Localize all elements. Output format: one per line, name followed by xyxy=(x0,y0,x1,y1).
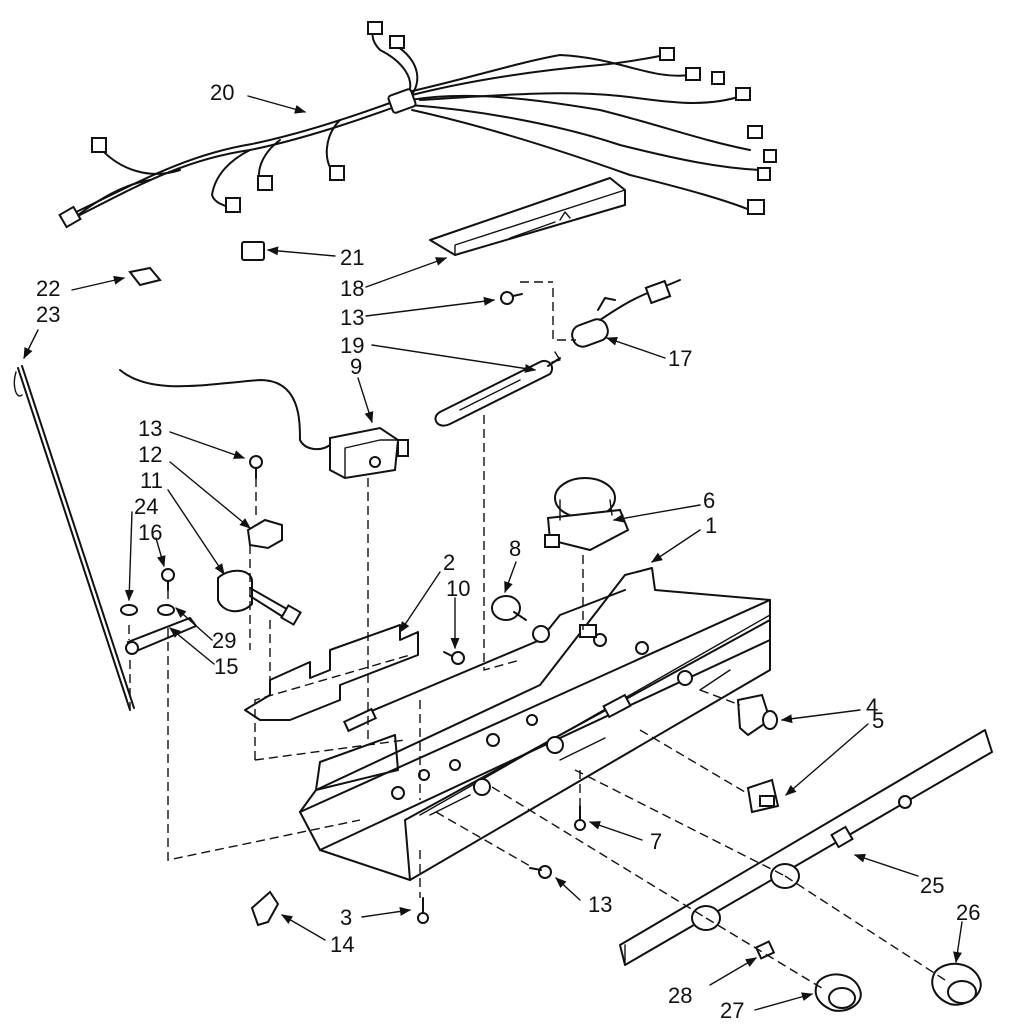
callout-28: 28 xyxy=(668,983,692,1008)
callout-24: 24 xyxy=(134,494,158,519)
callout-2: 2 xyxy=(443,550,455,575)
callout-8: 8 xyxy=(509,536,521,561)
assembly-lines xyxy=(128,281,946,991)
callout-29: 29 xyxy=(212,628,236,653)
thermostat xyxy=(119,369,409,480)
screw xyxy=(574,805,586,831)
callout-13-top: 13 xyxy=(340,305,364,330)
screw xyxy=(529,865,552,879)
wire-harness xyxy=(58,21,777,229)
mounting-bracket xyxy=(246,518,283,550)
refrigerator-control-knob xyxy=(814,973,862,1012)
callout-3: 3 xyxy=(340,905,352,930)
fan-switch xyxy=(746,778,780,814)
callout-15: 15 xyxy=(214,654,238,679)
callout-25: 25 xyxy=(920,873,944,898)
screw xyxy=(443,651,465,665)
washer xyxy=(157,604,175,616)
callout-12: 12 xyxy=(138,442,162,467)
defrost-timer xyxy=(544,477,630,552)
callout-21: 21 xyxy=(340,245,364,270)
control-panel xyxy=(619,729,993,966)
small-bracket xyxy=(128,266,162,287)
lever xyxy=(125,616,198,655)
screw xyxy=(417,897,429,924)
callout-11: 11 xyxy=(140,468,163,493)
control-rod xyxy=(13,365,135,711)
light-switch xyxy=(736,693,778,737)
screw xyxy=(500,291,523,305)
screw xyxy=(161,568,175,591)
capacitor xyxy=(571,279,681,348)
callout-16: 16 xyxy=(138,520,162,545)
clip xyxy=(241,241,265,261)
callout-13-mid: 13 xyxy=(138,416,162,441)
callout-4: 4 xyxy=(866,694,878,719)
callout-labels: 20 21 18 13 19 9 17 22 23 13 12 11 24 16… xyxy=(36,80,980,1023)
cover-plate xyxy=(429,177,626,256)
callout-18: 18 xyxy=(340,276,364,301)
callout-5: 5 xyxy=(872,708,884,733)
bulb-clip xyxy=(250,890,280,927)
callout-6: 6 xyxy=(703,488,715,513)
callout-17: 17 xyxy=(668,346,692,371)
callout-26: 26 xyxy=(956,900,980,925)
freezer-control-knob xyxy=(931,962,982,1006)
callout-22: 22 xyxy=(36,276,60,301)
callout-13-low: 13 xyxy=(588,892,612,917)
callout-7: 7 xyxy=(650,829,662,854)
leader-lines xyxy=(23,95,963,1011)
screw xyxy=(249,455,263,479)
callout-14: 14 xyxy=(330,932,354,957)
callout-9: 9 xyxy=(350,354,362,379)
callout-23: 23 xyxy=(36,302,60,327)
washer xyxy=(120,604,138,616)
callout-19: 19 xyxy=(340,333,364,358)
callout-20: 20 xyxy=(210,80,234,105)
control-housing xyxy=(299,567,771,881)
cam-shaft xyxy=(217,569,302,626)
mounting-plate xyxy=(244,624,419,721)
knob-bushing xyxy=(491,595,527,621)
callout-10: 10 xyxy=(446,576,470,601)
callout-27: 27 xyxy=(720,998,744,1023)
callout-1: 1 xyxy=(705,513,717,538)
sensor-tube xyxy=(434,351,561,427)
